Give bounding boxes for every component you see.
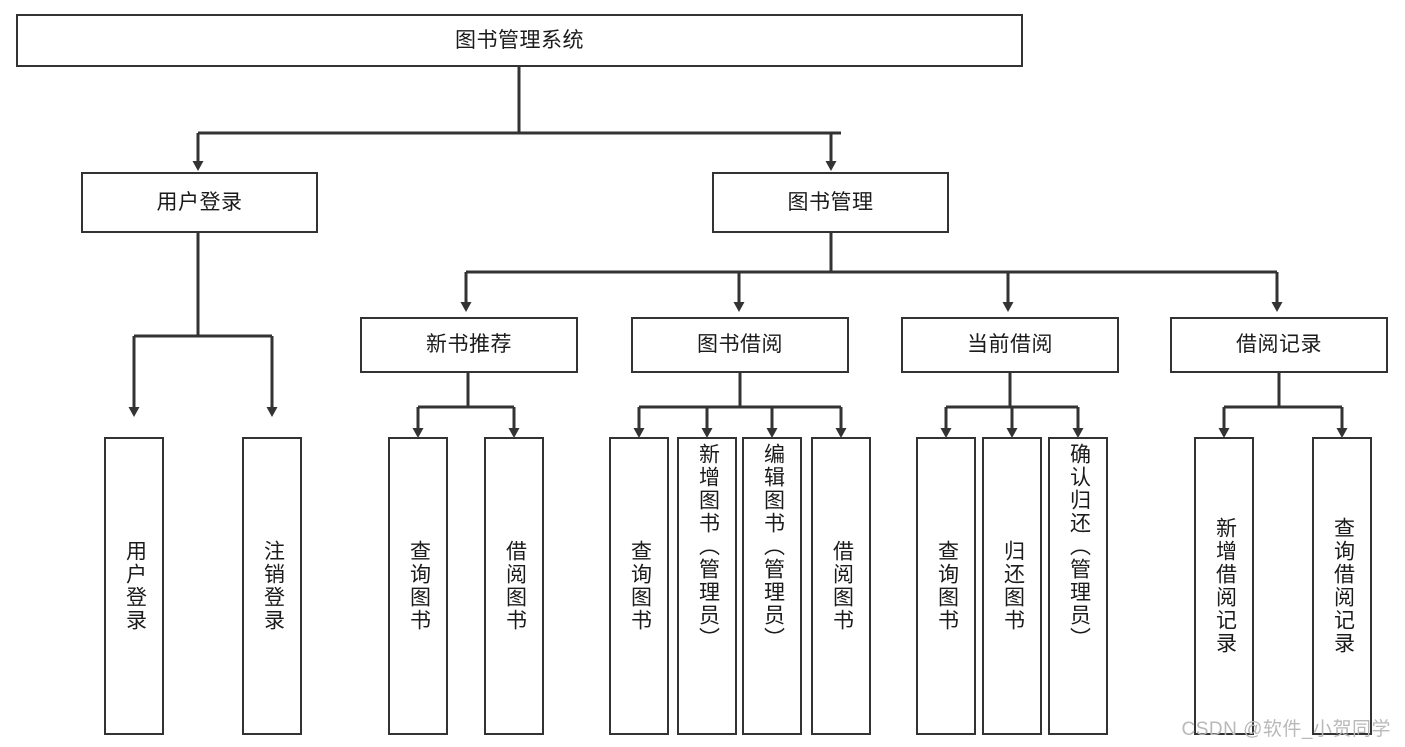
node-label: 用户登录: [156, 190, 243, 214]
leaf-book-borrow-borrow[interactable]: 借阅图书: [811, 437, 871, 735]
node-label: 当前借阅: [967, 333, 1053, 357]
leaf-current-borrow-confirm-admin[interactable]: 确认归还（管理员）: [1048, 437, 1108, 735]
node-label: 借阅记录: [1236, 333, 1322, 357]
node-label: 注销登录: [261, 540, 285, 632]
node-current-borrow[interactable]: 当前借阅: [901, 317, 1119, 373]
node-label: 图书管理系统: [455, 28, 584, 52]
node-label: 图书借阅: [697, 333, 783, 357]
node-label: 新书推荐: [426, 333, 512, 357]
node-borrow-record[interactable]: 借阅记录: [1170, 317, 1388, 373]
node-label: 新增借阅记录: [1213, 517, 1237, 655]
leaf-new-book-borrow[interactable]: 借阅图书: [484, 437, 544, 735]
leaf-new-book-query[interactable]: 查询图书: [388, 437, 448, 735]
node-book-borrow[interactable]: 图书借阅: [631, 317, 849, 373]
leaf-borrow-record-query[interactable]: 查询借阅记录: [1312, 437, 1372, 735]
leaf-user-login-signout[interactable]: 注销登录: [242, 437, 302, 735]
node-root-book-management-system[interactable]: 图书管理系统: [16, 14, 1023, 67]
leaf-book-borrow-edit-admin[interactable]: 编辑图书（管理员）: [742, 437, 802, 735]
node-label: 借阅图书: [830, 540, 854, 632]
node-label: 借阅图书: [503, 540, 527, 632]
node-label: 编辑图书（管理员）: [761, 443, 785, 650]
node-book-management[interactable]: 图书管理: [712, 172, 949, 233]
node-user-login[interactable]: 用户登录: [81, 172, 318, 233]
node-label: 确认归还（管理员）: [1067, 443, 1091, 650]
node-label: 查询图书: [407, 540, 431, 632]
leaf-current-borrow-query[interactable]: 查询图书: [916, 437, 976, 735]
node-label: 查询图书: [628, 540, 652, 632]
node-label: 归还图书: [1001, 540, 1025, 632]
node-label: 查询图书: [935, 540, 959, 632]
node-label: 查询借阅记录: [1331, 517, 1355, 655]
leaf-book-borrow-add-admin[interactable]: 新增图书（管理员）: [677, 437, 737, 735]
leaf-user-login-signin[interactable]: 用户登录: [104, 437, 164, 735]
node-label: 用户登录: [123, 540, 147, 632]
node-label: 新增图书（管理员）: [696, 443, 720, 650]
node-label: 图书管理: [787, 190, 874, 214]
leaf-borrow-record-add[interactable]: 新增借阅记录: [1194, 437, 1254, 735]
node-new-book-recommend[interactable]: 新书推荐: [360, 317, 578, 373]
leaf-book-borrow-query[interactable]: 查询图书: [609, 437, 669, 735]
leaf-current-borrow-return[interactable]: 归还图书: [982, 437, 1042, 735]
